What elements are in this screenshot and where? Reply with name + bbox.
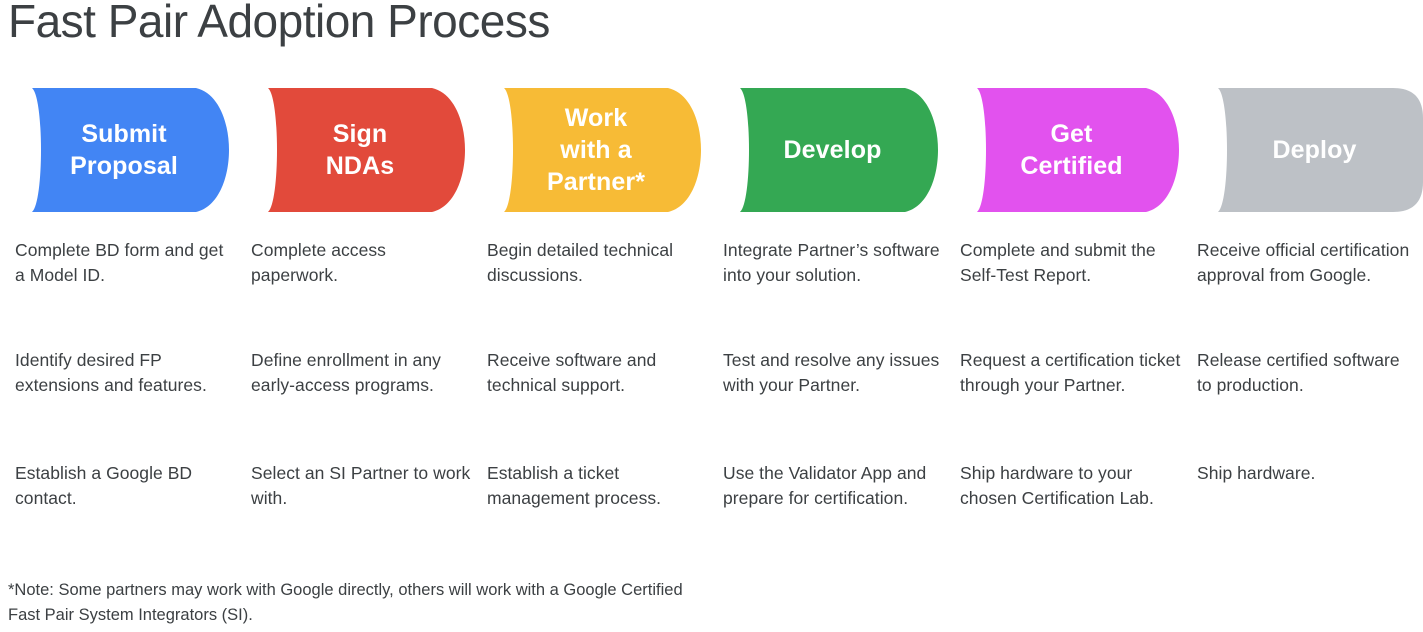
stage-chevron-develop[interactable] <box>740 88 938 212</box>
stage-chevron-work-with-a-partner[interactable] <box>504 88 701 212</box>
process-stage-banner <box>0 88 1423 212</box>
stage-item: Complete and submit the Self-Test Report… <box>960 240 1156 285</box>
stage-item: Identify desired FP extensions and featu… <box>15 350 207 395</box>
stage-item: Integrate Partner’s software into your s… <box>723 240 940 285</box>
page-title: Fast Pair Adoption Process <box>8 0 550 47</box>
stage-item: Use the Validator App and prepare for ce… <box>723 463 927 508</box>
stage-chevron-submit-proposal[interactable] <box>32 88 229 212</box>
stage-item: Complete BD form and get a Model ID. <box>15 240 224 285</box>
stage-chevron-deploy[interactable] <box>1218 88 1423 212</box>
stage-chevrons-svg <box>32 88 1423 212</box>
stage-chevron-get-certified[interactable] <box>977 88 1179 212</box>
stage-item: Define enrollment in any early-access pr… <box>251 350 441 395</box>
stage-item: Request a certification ticket through y… <box>960 350 1181 395</box>
stage-item: Release certified software to production… <box>1197 350 1400 395</box>
stage-item: Ship hardware. <box>1197 463 1316 483</box>
stage-item: Ship hardware to your chosen Certificati… <box>960 463 1154 508</box>
stage-item: Select an SI Partner to work with. <box>251 463 471 508</box>
footnote-note: *Note: Some partners may work with Googl… <box>8 581 683 624</box>
stage-item: Establish a Google BD contact. <box>15 463 193 508</box>
stage-item: Begin detailed technical discussions. <box>487 240 674 285</box>
stage-item: Complete access paperwork. <box>251 240 386 285</box>
stage-item: Receive official certification approval … <box>1197 240 1410 285</box>
stage-item: Test and resolve any issues with your Pa… <box>723 350 940 395</box>
stage-item: Establish a ticket management process. <box>487 463 662 508</box>
stage-chevron-sign-ndas[interactable] <box>268 88 465 212</box>
stage-item: Receive software and technical support. <box>487 350 657 395</box>
